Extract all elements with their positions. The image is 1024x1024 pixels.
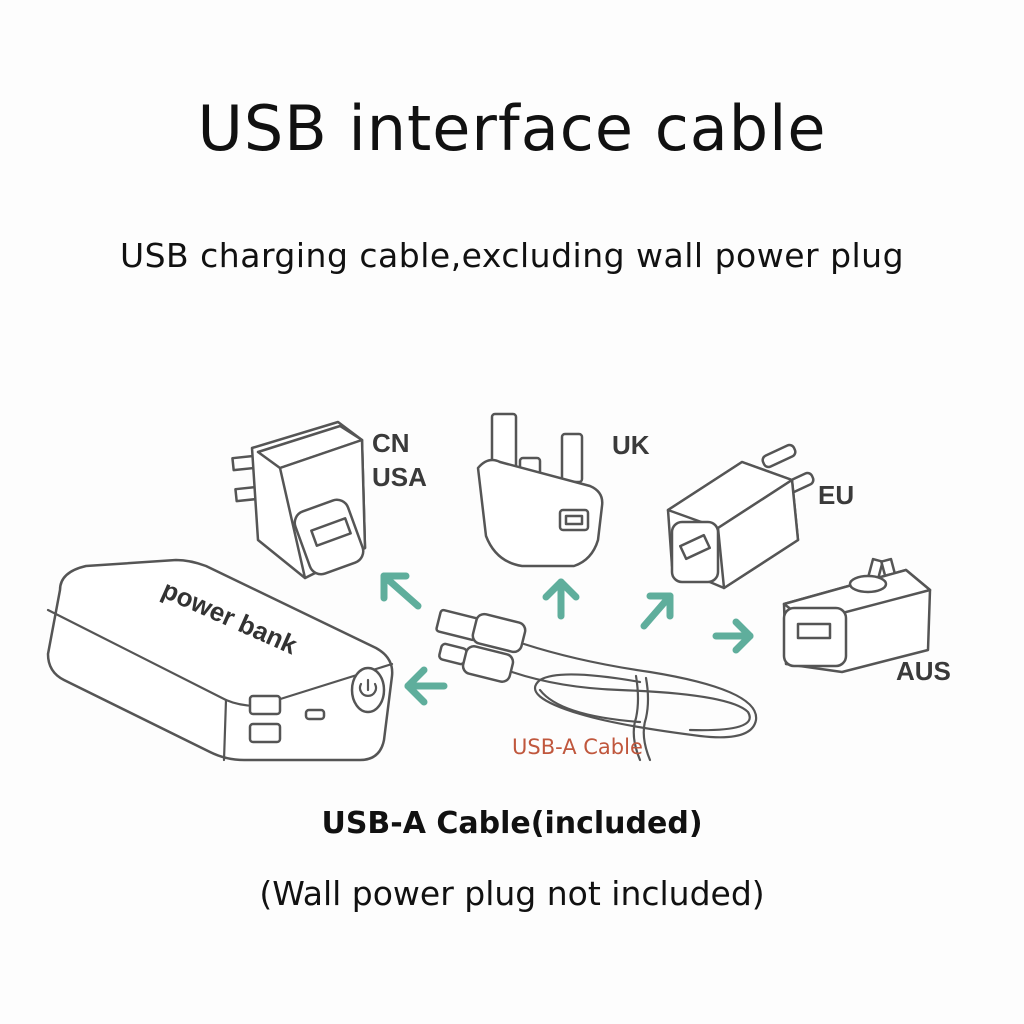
label-eu: EU: [818, 480, 854, 510]
label-usb-a-cable: USB-A Cable: [512, 735, 643, 759]
cable-included-caption: USB-A Cable(included): [321, 806, 703, 841]
arrow-to-power-bank-icon: [404, 666, 448, 706]
eu-plug-icon: [666, 443, 815, 590]
label-aus: AUS: [896, 656, 951, 686]
page-title: USB interface cable: [197, 92, 827, 165]
plug-not-included-note: (Wall power plug not included): [259, 874, 765, 913]
label-usa: USA: [372, 462, 427, 492]
arrow-to-uk-icon: [542, 578, 580, 620]
uk-plug-icon: [476, 412, 604, 568]
aus-plug-icon: [782, 557, 932, 674]
label-uk: UK: [612, 430, 650, 460]
power-bank-icon: [46, 558, 394, 762]
usb-a-cable-icon: [435, 608, 758, 762]
arrow-to-cn-usa-icon: [380, 572, 422, 610]
page-subtitle: USB charging cable,excluding wall power …: [119, 236, 905, 275]
arrow-to-aus-icon: [712, 618, 754, 654]
cn-usa-plug-icon: [231, 420, 367, 580]
label-cn: CN: [372, 428, 410, 458]
arrow-to-eu-icon: [640, 592, 674, 630]
